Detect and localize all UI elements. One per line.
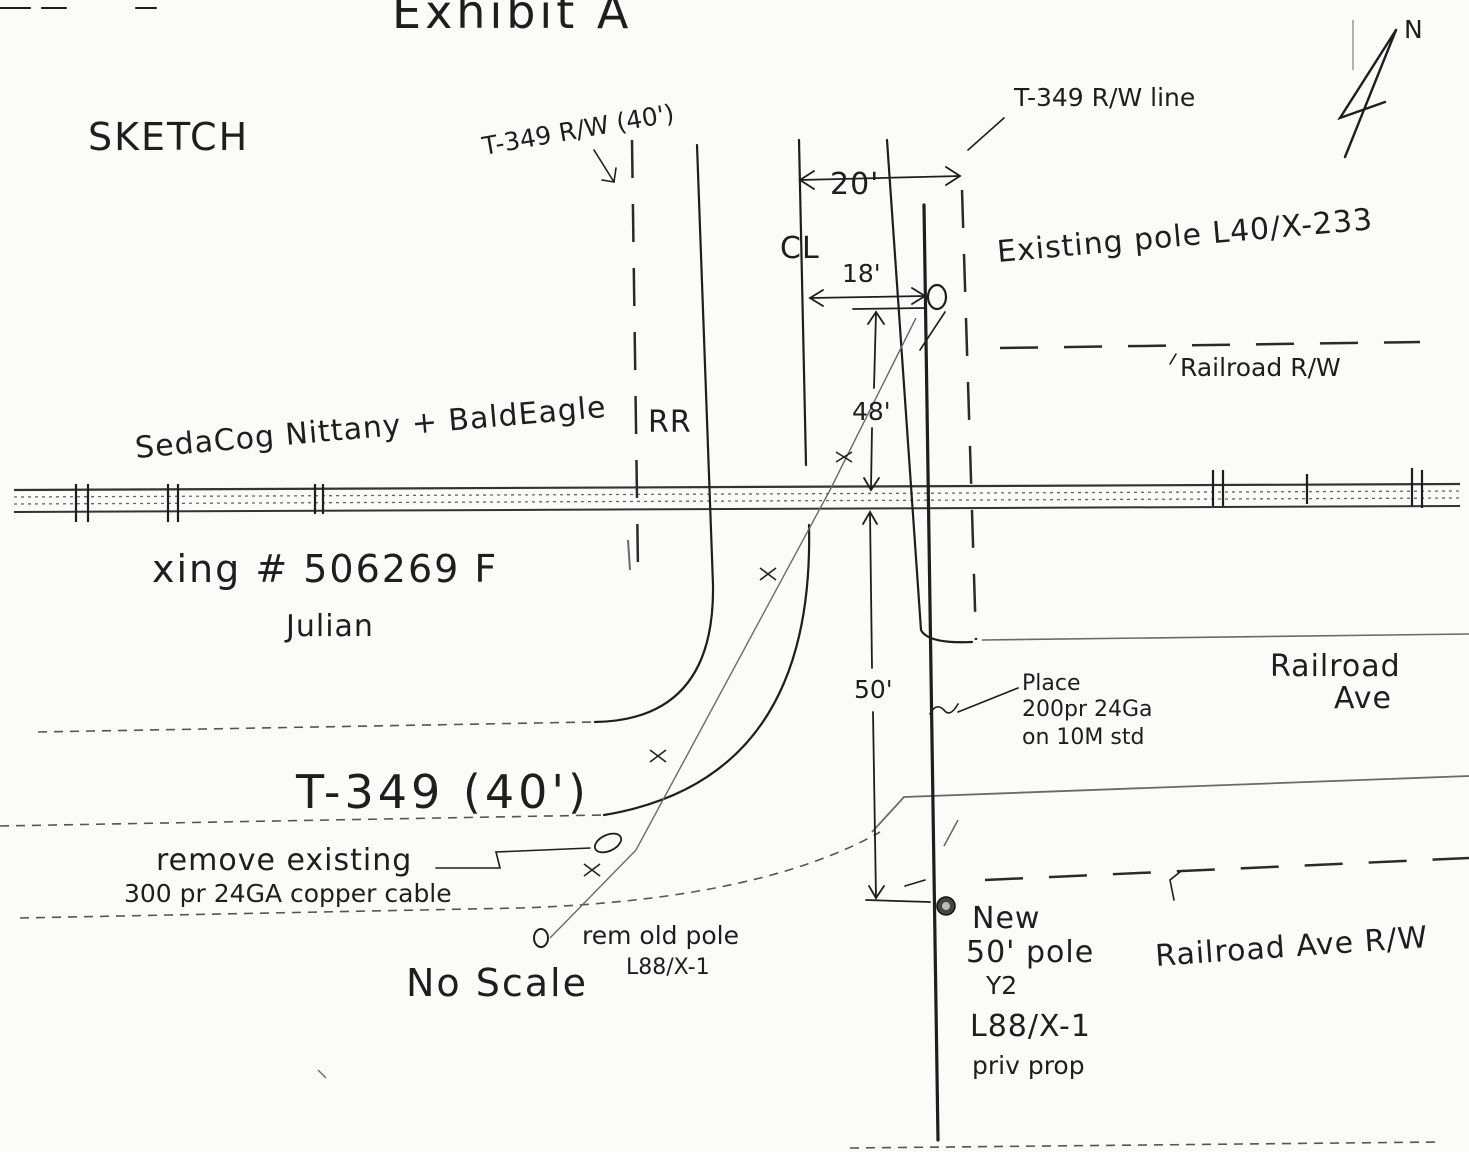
new-pole-line5: priv prop (972, 1051, 1085, 1080)
north-arrow-icon: N (1337, 15, 1423, 159)
dim-20-width: 20' (798, 166, 962, 202)
existing-pole-label: Existing pole L40/X-233 (996, 202, 1375, 270)
t349-row-west-line (630, 139, 640, 571)
stray-marks (317, 539, 959, 1079)
railroad-ave-label-2: Ave (1334, 681, 1392, 716)
crossing-label: xing # 506269 F (152, 547, 498, 591)
dim-50-label: 50' (854, 675, 893, 704)
leader-arrows (435, 117, 1181, 901)
railroad-track (13, 468, 1461, 522)
dim-48-label: 48' (852, 397, 891, 426)
dim-48-distance: 48' (852, 310, 891, 492)
existing-pole-icon (926, 283, 948, 311)
new-pole-line1: New (972, 901, 1040, 936)
railroad-ave-row-label: Railroad Ave R/W (1154, 920, 1429, 974)
new-pole-line4: L88/X-1 (970, 1009, 1091, 1044)
bottom-edge-line (849, 1141, 1441, 1149)
t349-east-edge (885, 138, 974, 644)
place-cable-line1: Place (1022, 671, 1081, 696)
t349-west-edge (593, 143, 715, 724)
railroad-ave-row-line (984, 856, 1469, 882)
dim-20-label: 20' (830, 167, 879, 202)
t349-row-east-line (960, 189, 978, 641)
railroad-row-line (999, 340, 1421, 350)
no-scale-label: No Scale (406, 961, 588, 1005)
north-label: N (1404, 15, 1423, 44)
new-cable-line (922, 203, 940, 1142)
t349-road-line (0, 814, 605, 827)
julian-label: Julian (284, 609, 374, 644)
sketch-label: SKETCH (88, 115, 249, 159)
railroad-name-label: SedaCog Nittany + BaldEagle (134, 390, 608, 466)
exhibit-title: Exhibit A (392, 0, 632, 39)
centerline-label: CL (780, 231, 820, 266)
rr-label: RR (648, 405, 692, 440)
new-pole-line2: 50' pole (966, 935, 1094, 970)
new-pole-line3: Y2 (985, 971, 1017, 1000)
old-pole-icon (533, 928, 549, 948)
place-cable-line2: 200pr 24Ga (1022, 697, 1153, 722)
t349-row-40-label: T-349 R/W (40') (479, 99, 676, 161)
railroad-ave-south-edge (871, 775, 1469, 833)
t349-centerline (602, 138, 811, 817)
rem-old-pole-line2: L88/X-1 (626, 955, 710, 980)
old-cable-removal-line (549, 317, 917, 939)
railroad-row-label: Railroad R/W (1180, 353, 1341, 382)
t349-road-label: T-349 (40') (295, 765, 590, 819)
t349-row-line-label: T-349 R/W line (1013, 83, 1195, 112)
dim-18-label: 18' (842, 259, 881, 288)
dim-18-offset: 18' (808, 259, 927, 310)
rem-old-pole-line1: rem old pole (582, 921, 739, 950)
place-cable-line3: on 10M std (1022, 725, 1144, 750)
remove-cable-line1: remove existing (156, 843, 412, 878)
t349-north-edge (37, 721, 593, 733)
railroad-ave-label-1: Railroad (1270, 649, 1401, 684)
remove-cable-line2: 300 pr 24GA copper cable (124, 879, 452, 908)
dim-50-distance: 50' (854, 510, 931, 903)
new-pole-icon (936, 896, 956, 916)
railroad-ave-north-edge (981, 633, 1469, 641)
